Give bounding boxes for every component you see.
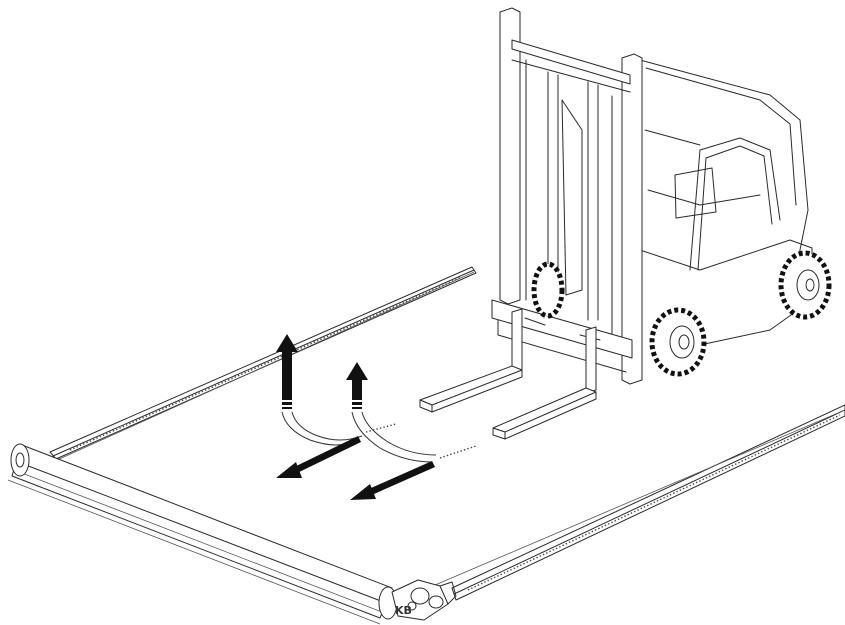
back-rail [49,266,477,460]
rear-wheel-icon [778,250,832,320]
lift-arrow-icon [346,362,368,396]
pull-arrow-icon [276,423,397,478]
strap-arrows [276,334,477,500]
front-wheel-icon [649,307,707,377]
lift-arrow-icon [276,334,298,396]
pull-arrow-icon [350,445,477,500]
front-rail [451,404,845,601]
kb-logo: KB [395,604,412,617]
mat-roller [7,443,398,625]
forklift [419,7,832,440]
mat-surface [34,271,845,601]
drive-motor: KB [391,579,457,621]
